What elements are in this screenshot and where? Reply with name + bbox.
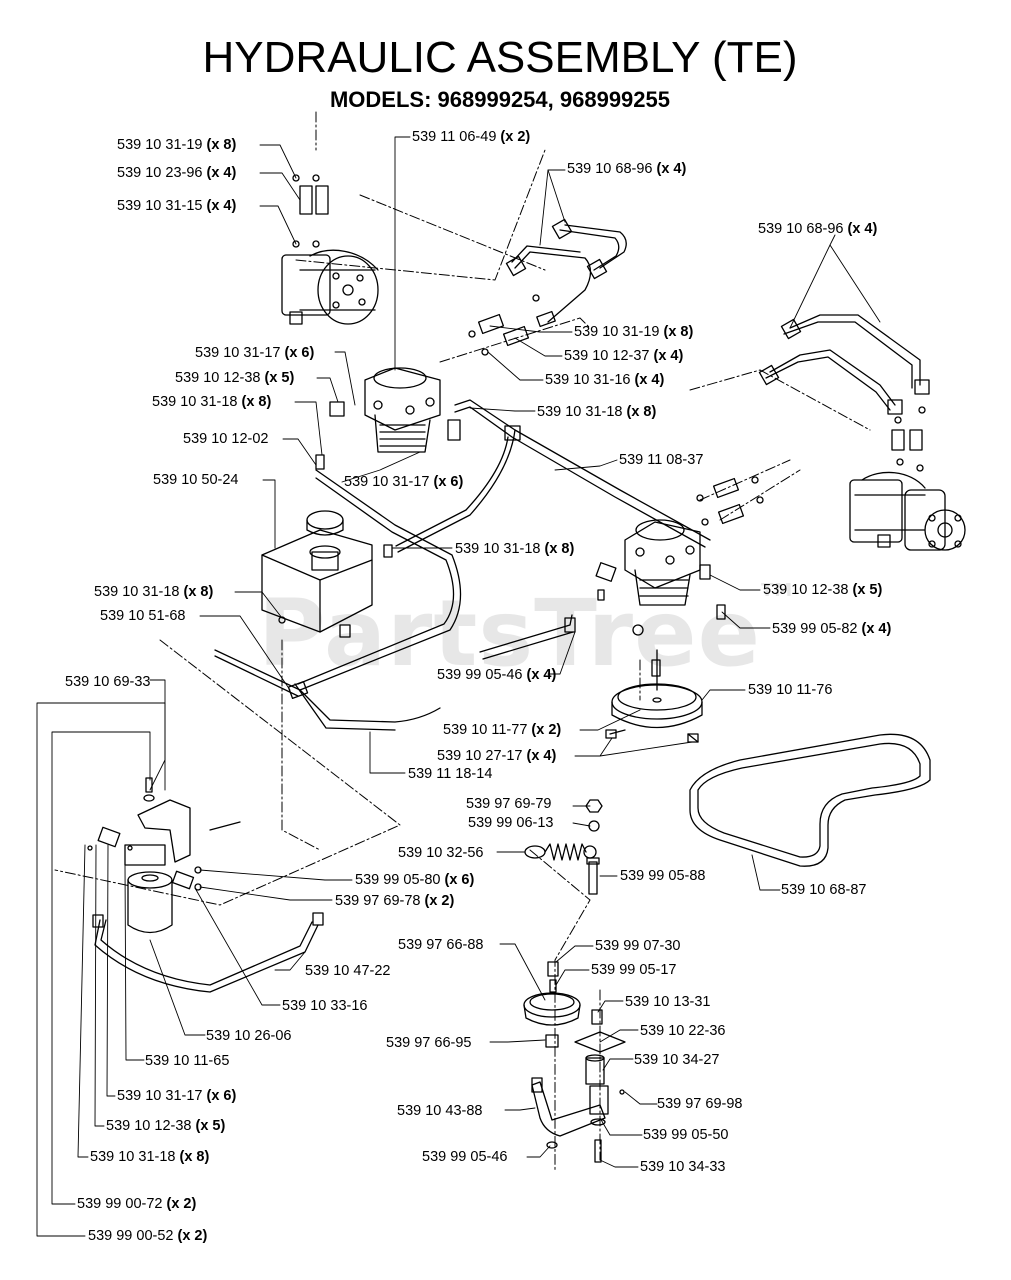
part-label: 539 99 00-52 (x 2)	[88, 1228, 208, 1244]
part-label: 539 10 22-36	[640, 1023, 726, 1039]
part-label: 539 10 12-38 (x 5)	[763, 582, 883, 598]
hydraulic-pump-upper	[329, 367, 461, 453]
part-label: 539 99 00-72 (x 2)	[77, 1196, 197, 1212]
part-label: 539 10 12-37 (x 4)	[564, 348, 684, 364]
wheel-motor-left	[281, 174, 379, 325]
page-subtitle: MODELS: 968999254, 968999255	[329, 87, 670, 112]
hydraulic-tank	[261, 454, 393, 638]
part-label: 539 99 05-17	[591, 962, 677, 978]
part-label: 539 10 31-17 (x 6)	[195, 345, 315, 361]
part-label: 539 10 11-77 (x 2)	[443, 722, 562, 738]
part-label: 539 99 05-88	[620, 868, 706, 884]
part-label: 539 11 08-37	[619, 452, 704, 468]
part-label: 539 10 12-38 (x 5)	[175, 370, 295, 386]
fittings-top-center	[468, 294, 556, 356]
watermark: PartsTreeTM	[258, 580, 794, 687]
part-label: 539 10 12-02	[183, 431, 269, 447]
part-label: 539 10 31-18 (x 8)	[455, 541, 575, 557]
part-label: 539 10 31-18 (x 8)	[90, 1149, 210, 1165]
part-label: 539 10 31-18 (x 8)	[537, 404, 657, 420]
part-label: 539 10 11-65	[145, 1053, 230, 1069]
wheel-motor-right	[849, 471, 966, 551]
part-label: 539 10 43-88	[397, 1103, 483, 1119]
tube-small-lower	[479, 614, 576, 660]
part-label: 539 10 51-68	[100, 608, 186, 624]
part-label: 539 97 69-79	[466, 796, 552, 812]
part-label: 539 10 68-87	[781, 882, 867, 898]
part-label: 539 97 69-78 (x 2)	[335, 893, 455, 909]
part-label: 539 10 47-22	[305, 963, 391, 979]
tank-cap	[306, 510, 344, 530]
part-label: 539 99 07-30	[595, 938, 681, 954]
part-label: 539 10 33-16	[282, 998, 368, 1014]
part-label: 539 10 34-27	[634, 1052, 720, 1068]
part-label: 539 97 66-95	[386, 1035, 472, 1051]
part-label: 539 10 31-18 (x 8)	[152, 394, 272, 410]
part-label: 539 10 31-19 (x 8)	[117, 137, 237, 153]
part-label: 539 99 05-50	[643, 1127, 729, 1143]
part-label: 539 10 31-19 (x 8)	[574, 324, 694, 340]
part-label: 539 10 31-16 (x 4)	[545, 372, 665, 388]
part-label: 539 99 05-82 (x 4)	[772, 621, 892, 637]
part-label: 539 99 05-46	[422, 1149, 508, 1165]
page-title: HYDRAULIC ASSEMBLY (TE)	[202, 33, 798, 82]
part-label: 539 11 06-49 (x 2)	[412, 129, 531, 145]
part-label: 539 10 31-17 (x 6)	[117, 1088, 237, 1104]
part-label: 539 10 12-38 (x 5)	[106, 1118, 226, 1134]
part-label: 539 11 18-14	[408, 766, 493, 782]
hose-set-right	[758, 314, 930, 472]
part-label: 539 10 32-56	[398, 845, 484, 861]
leader-lines	[36, 136, 881, 1237]
filter-assembly	[87, 777, 324, 993]
drive-belt	[689, 733, 931, 867]
part-label: 539 10 68-96 (x 4)	[567, 161, 687, 177]
part-label: 539 10 27-17 (x 4)	[437, 748, 557, 764]
part-label: 539 10 31-18 (x 8)	[94, 584, 214, 600]
part-label: 539 99 05-80 (x 6)	[355, 872, 475, 888]
pulley-upper	[605, 649, 703, 743]
part-label: 539 10 23-96 (x 4)	[117, 165, 237, 181]
part-label: 539 10 13-31	[625, 994, 711, 1010]
part-label: 539 97 66-88	[398, 937, 484, 953]
part-label: 539 10 26-06	[206, 1028, 292, 1044]
hose-set-top	[505, 218, 627, 323]
part-label: 539 99 05-46 (x 4)	[437, 667, 557, 683]
idler-pulley-assembly	[523, 961, 626, 1163]
assembly-centerlines	[54, 111, 871, 1171]
hydraulic-tubes-center	[214, 399, 711, 731]
part-label: 539 10 50-24	[153, 472, 239, 488]
part-label: 539 99 06-13	[468, 815, 554, 831]
part-label: 539 97 69-98	[657, 1096, 743, 1112]
part-label: 539 10 11-76	[748, 682, 833, 698]
part-label: 539 10 34-33	[640, 1159, 726, 1175]
fittings-right	[696, 476, 764, 526]
part-label: 539 10 31-17 (x 6)	[344, 474, 464, 490]
part-label: 539 10 69-33	[65, 674, 151, 690]
hydraulic-pump-lower	[595, 519, 726, 636]
part-label: 539 10 31-15 (x 4)	[117, 198, 237, 214]
part-label: 539 10 68-96 (x 4)	[758, 221, 878, 237]
